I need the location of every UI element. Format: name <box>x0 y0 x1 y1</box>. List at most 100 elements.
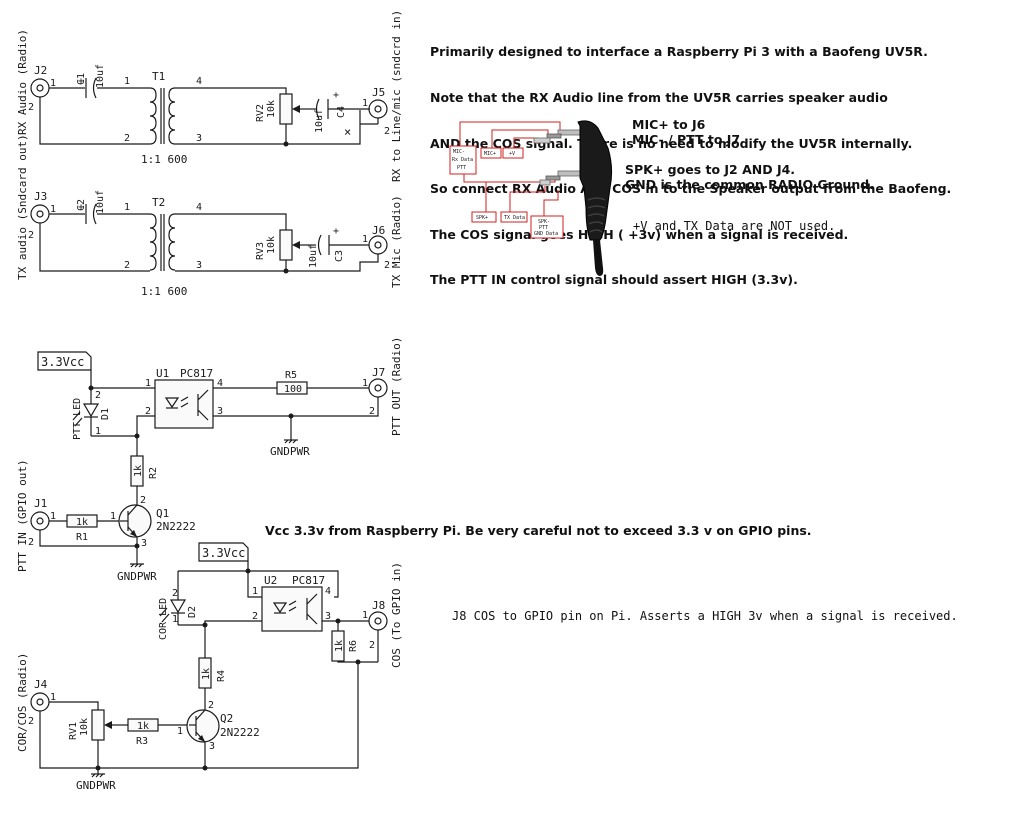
u2-pin4: 4 <box>325 586 331 597</box>
c1-capacitor: + C1 10uf <box>76 64 106 99</box>
j6-connector: J6 1 2 TX Mic (Radio) <box>362 195 403 288</box>
ptt-section: 3.3Vcc 2 1 PTT LED D1 <box>16 337 403 583</box>
r4-value: 1k <box>201 668 212 680</box>
j2-pin1: 1 <box>50 78 56 89</box>
c1-plus: + <box>78 76 84 87</box>
intro-line-2: Note that the RX Audio line from the UV5… <box>430 90 888 106</box>
gnd-symbol-2: GNDPWR <box>117 546 157 583</box>
gnd3-label: GNDPWR <box>76 779 116 792</box>
j3-pin2: 2 <box>28 230 34 241</box>
d2-pin1: 1 <box>172 614 178 625</box>
r2-resistor: 1k R2 <box>130 436 159 505</box>
d1-ref: D1 <box>100 408 111 420</box>
d2-value: COR LED <box>158 598 169 640</box>
vcc1-text: 3.3Vcc <box>41 355 84 369</box>
t2-pin3: 3 <box>196 260 202 271</box>
t2-pin2: 2 <box>124 260 130 271</box>
j6-pin1: 1 <box>362 234 368 245</box>
j7-connector: J7 1 2 PTT OUT (Radio) <box>362 337 403 436</box>
d2-ref: D2 <box>187 606 198 618</box>
r5-ref: R5 <box>285 370 297 381</box>
r1-ref: R1 <box>76 532 88 543</box>
rv1-value: 10k <box>79 718 90 736</box>
rv3-potentiometer: RV3 10k <box>255 229 316 271</box>
plug-label-mic-minus: MIC- <box>453 149 465 155</box>
q2-pin1: 1 <box>177 726 183 737</box>
u1-pin4: 4 <box>217 378 223 389</box>
j4-connector: J4 1 2 COR/COS (Radio) <box>16 653 56 752</box>
r6-ref: R6 <box>348 640 359 652</box>
u1-ref: U1 <box>156 367 169 380</box>
intro-notes: Primarily designed to interface a Raspbe… <box>430 14 951 303</box>
j1-ref: J1 <box>34 497 47 510</box>
t1-ref: T1 <box>152 70 165 83</box>
r5-value: 100 <box>284 384 302 395</box>
d1-pin1: 1 <box>95 426 101 437</box>
u1-pin1: 1 <box>145 378 151 389</box>
j2-label: RX Audio (Radio) <box>16 29 29 135</box>
d1-led: 2 1 PTT LED D1 <box>72 388 111 440</box>
u2-pin2: 2 <box>252 611 258 622</box>
t1-pin4: 4 <box>196 76 202 87</box>
note-spk-plus: SPK+ goes to J2 AND J4. <box>625 162 796 177</box>
j8-connector: J8 1 2 COS (To GPIO in) <box>358 562 403 668</box>
note-gnd: GND is the common RADIO Ground. <box>625 177 874 192</box>
r2-value: 1k <box>133 465 144 477</box>
r1-resistor: 1k R1 <box>66 514 98 543</box>
plug-label-spk-plus: SPK+ <box>476 215 488 221</box>
d1-value: PTT LED <box>72 398 83 440</box>
j6-ref: J6 <box>372 224 385 237</box>
rv2-ref: RV2 <box>255 104 266 122</box>
note-vcc-warning: Vcc 3.3v from Raspberry Pi. Be very care… <box>265 523 812 538</box>
plug-illustration: MIC- Rx Data PTT MIC+ +V SPK+ TX Data SP… <box>449 120 613 276</box>
t2-pin1: 1 <box>124 202 130 213</box>
j5-pin1: 1 <box>362 98 368 109</box>
c2-capacitor: + C2 10uf <box>76 190 106 225</box>
u2-pin3: 3 <box>325 611 331 622</box>
j8-ref: J8 <box>372 599 385 612</box>
j8-pin2: 2 <box>369 640 375 651</box>
q1-pin2: 2 <box>140 495 146 506</box>
plug-label-ptt2: PTT <box>539 225 548 231</box>
t1-pin2: 2 <box>124 133 130 144</box>
j4-ref: J4 <box>34 678 48 691</box>
j5-pin2: 2 <box>384 126 390 137</box>
u1-optocoupler: U1 PC817 1 2 3 4 <box>145 367 223 429</box>
j8-label: COS (To GPIO in) <box>390 562 403 668</box>
plug-label-ptt: PTT <box>457 165 466 171</box>
t2-pin4: 4 <box>196 202 202 213</box>
r4-ref: R4 <box>216 670 227 682</box>
t1-ratio: 1:1 600 <box>141 153 187 166</box>
j5-ref: J5 <box>372 86 385 99</box>
c4-plus: + <box>333 90 339 101</box>
t1-pin3: 3 <box>196 133 202 144</box>
t2-transformer: T2 1 2 3 4 1:1 600 <box>124 196 202 298</box>
plug-label-rxdata: Rx Data <box>452 157 473 163</box>
j2-connector: J2 1 2 RX Audio (Radio) <box>16 29 56 135</box>
plug-label-v-plus: +V <box>509 151 515 157</box>
q2-pin3: 3 <box>209 741 215 752</box>
j4-pin2: 2 <box>28 716 34 727</box>
t1-pin1: 1 <box>124 76 130 87</box>
gnd2-label: GNDPWR <box>117 570 157 583</box>
rx-audio-section: J2 1 2 RX Audio (Radio) + C1 10uf T1 1 2… <box>16 10 403 182</box>
u1-pin3: 3 <box>217 406 223 417</box>
gnd-symbol-3: GNDPWR <box>76 768 116 792</box>
c3-plus: + <box>333 226 339 237</box>
intro-line-1: Primarily designed to interface a Raspbe… <box>430 44 928 60</box>
j7-ref: J7 <box>372 366 385 379</box>
j2-pin2: 2 <box>28 102 34 113</box>
j4-label: COR/COS (Radio) <box>16 653 29 752</box>
j3-pin1: 1 <box>50 204 56 215</box>
c3-value: 10uf <box>308 244 319 268</box>
r1-value: 1k <box>76 517 88 528</box>
q2-ref: Q2 <box>220 712 233 725</box>
plug-label-gnddata: GND Data <box>534 231 558 237</box>
plug-label-mic-plus: MIC+ <box>484 151 496 157</box>
intro-line-6: The PTT IN control signal should assert … <box>430 272 798 288</box>
cos-section: 3.3Vcc 2 1 COR LED D2 <box>16 542 403 792</box>
note-mic-minus: MIC- / PTT to J7 <box>632 132 741 147</box>
c4-capacitor: 10uf C4 + × <box>314 90 370 139</box>
j1-connector: J1 1 2 PTT IN (GPIO out) <box>16 459 56 572</box>
r6-resistor: 1k R6 <box>331 621 359 663</box>
